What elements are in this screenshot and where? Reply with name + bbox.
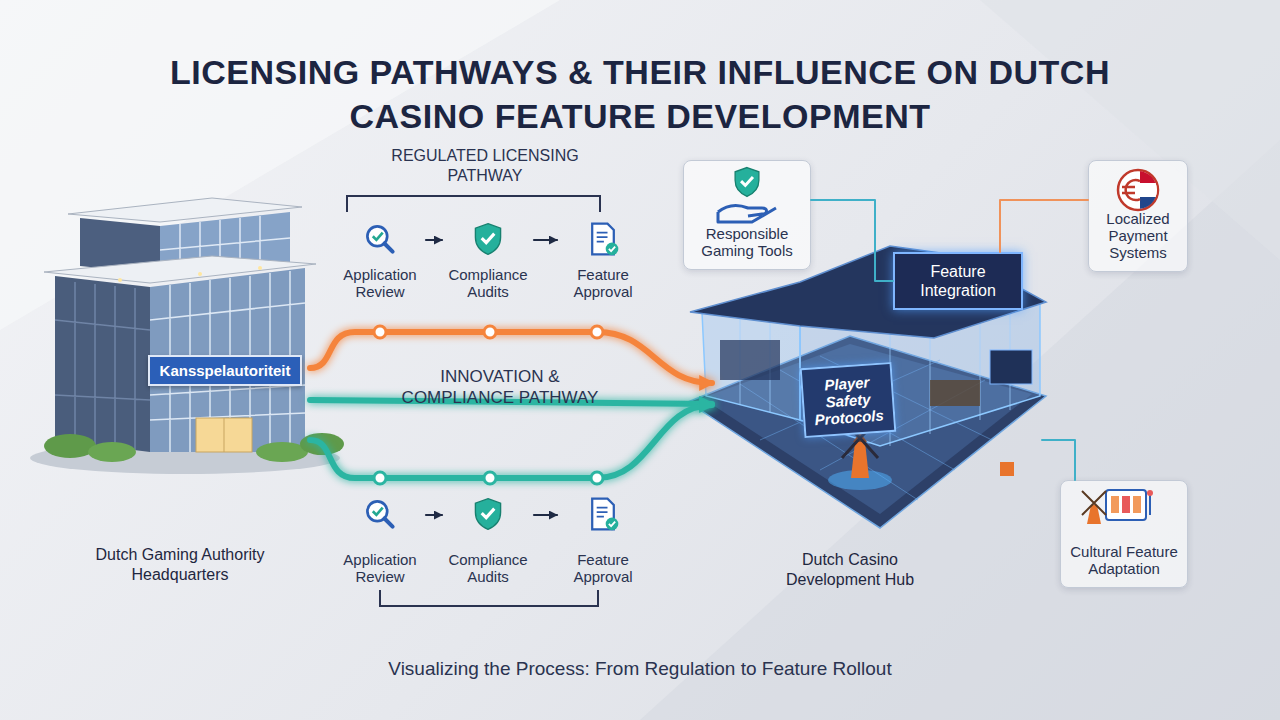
process-step: Compliance Audits	[442, 220, 534, 300]
floor-grid	[740, 356, 992, 500]
step-label: Application Review	[334, 551, 426, 585]
caption: Visualizing the Process: From Regulation…	[240, 658, 1040, 680]
floor-slab	[44, 256, 316, 283]
window-lines	[55, 282, 150, 450]
bush	[300, 433, 344, 455]
feature-callout: Localized Payment Systems	[1088, 160, 1188, 272]
hub-platform	[688, 336, 1046, 528]
step-label: Feature Approval	[557, 266, 649, 300]
callout-label: Responsible Gaming Tools	[688, 225, 806, 259]
path-dot	[591, 326, 603, 338]
connector	[310, 405, 712, 478]
sign-label: Feature Integration	[899, 262, 1017, 300]
building-label: Dutch Gaming Authority Headquarters	[50, 545, 310, 585]
roof-slab	[68, 198, 302, 222]
light	[198, 272, 202, 276]
feature-callout: Responsible Gaming Tools	[683, 160, 811, 270]
connector	[811, 200, 893, 281]
audit-icon	[475, 499, 500, 530]
inner-room	[720, 340, 780, 380]
step-label: Compliance Audits	[442, 551, 534, 585]
windmill-body	[851, 442, 869, 478]
step-label: Compliance Audits	[442, 266, 534, 300]
approval-icon	[592, 499, 618, 531]
table	[930, 380, 980, 406]
feature-callout: Cultural Feature Adaptation	[1060, 480, 1188, 588]
light	[258, 266, 262, 270]
process-step: Feature Approval	[557, 220, 649, 300]
connector	[426, 239, 442, 241]
bg-facet	[640, 140, 1280, 720]
windmill-glow	[828, 470, 892, 490]
path-dot	[374, 326, 386, 338]
window-lines	[160, 216, 290, 272]
bush	[88, 442, 136, 462]
bracket	[380, 590, 598, 606]
safety-panel: Player Safety Protocols	[800, 362, 897, 438]
connector	[426, 514, 442, 516]
authority-sign: Kansspelautoriteit	[148, 355, 302, 386]
process-step: Compliance Audits	[442, 495, 534, 585]
screen	[990, 350, 1032, 384]
development-hub: Dutch Casino Development Hub Feature Inte…	[712, 225, 1042, 590]
building-face	[160, 212, 290, 274]
path-dot	[374, 472, 386, 484]
note-label: REGULATED LICENSING PATHWAY	[385, 146, 585, 186]
connector	[1000, 200, 1088, 252]
hub-label: Dutch Casino Development Hub	[765, 550, 935, 590]
small-cube	[1000, 462, 1014, 476]
audit-icon	[475, 224, 500, 255]
process-step: Application Review	[334, 220, 426, 300]
process-step: Feature Approval	[557, 495, 649, 585]
path-dot	[484, 472, 496, 484]
building-face	[80, 218, 160, 274]
path-dot	[484, 326, 496, 338]
entrance	[196, 418, 252, 452]
callout-label: Localized Payment Systems	[1093, 210, 1183, 261]
bg-facet	[0, 0, 560, 330]
page-title: LICENSING PATHWAYS & THEIR INFLUENCE ON …	[135, 50, 1145, 138]
path-dot	[591, 472, 603, 484]
door-line	[224, 418, 225, 452]
edge-label: INNOVATION & COMPLIANCE PATHWAY	[390, 366, 610, 408]
connector	[534, 239, 557, 241]
ground-shadow	[30, 442, 340, 474]
authority-building: KansspelautoriteitDutch Gaming Authority…	[50, 200, 310, 585]
connector	[534, 514, 557, 516]
glass-wing	[702, 288, 800, 420]
hub-floor	[702, 344, 1032, 514]
step-label: Application Review	[334, 266, 426, 300]
approval-icon	[592, 224, 618, 256]
feature-sign: Feature Integration	[893, 252, 1023, 310]
bracket	[347, 196, 600, 212]
step-label: Feature Approval	[557, 551, 649, 585]
panel-label: Player Safety Protocols	[804, 372, 891, 429]
review-icon	[367, 226, 392, 251]
bush	[256, 442, 308, 462]
callout-label: Cultural Feature Adaptation	[1065, 543, 1183, 577]
connector	[1042, 440, 1075, 480]
review-icon	[367, 501, 392, 526]
process-step: Application Review	[334, 495, 426, 585]
bg-facet	[980, 0, 1280, 260]
building-face	[55, 276, 150, 452]
light	[118, 278, 122, 282]
bush	[44, 434, 96, 458]
